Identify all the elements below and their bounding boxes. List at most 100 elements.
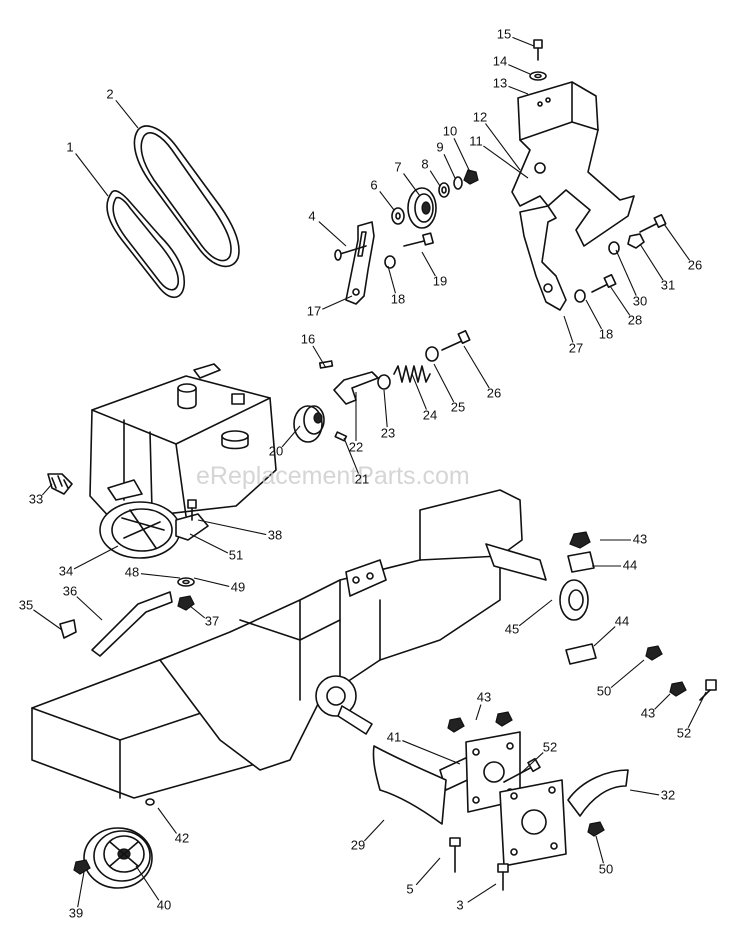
- callout-42: 42: [175, 830, 189, 845]
- bolt-4: [334, 245, 367, 261]
- key-21: [334, 431, 348, 442]
- leader-line-51: [189, 533, 229, 554]
- guard-bracket-13: [511, 81, 635, 247]
- pulley-40: [83, 827, 153, 889]
- leader-line-6: [379, 191, 395, 211]
- leader-line-44: [593, 626, 616, 647]
- callout-26: 26: [487, 385, 501, 400]
- washer-18a: [384, 255, 396, 269]
- leader-line-32: [629, 789, 660, 796]
- plate-44a: [567, 551, 595, 573]
- leader-line-30: [615, 249, 637, 296]
- leader-line-35: [33, 609, 63, 631]
- callout-3: 3: [456, 897, 463, 912]
- clip-35: [59, 619, 77, 639]
- leader-line-14: [508, 64, 531, 75]
- leader-line-16: [312, 345, 327, 369]
- callout-36: 36: [63, 583, 77, 598]
- nut-43c: [669, 681, 687, 697]
- callout-29: 29: [351, 837, 365, 852]
- bearing-45: [559, 579, 589, 621]
- callout-41: 41: [387, 729, 401, 744]
- leader-line-23: [383, 389, 388, 428]
- leader-line-4: [318, 221, 347, 247]
- leader-line-13: [508, 85, 529, 95]
- belt-1: [106, 190, 185, 299]
- leader-line-15: [512, 36, 535, 47]
- leader-line-5: [415, 857, 441, 886]
- callout-4: 4: [308, 208, 315, 223]
- bolt-52b: [503, 757, 541, 783]
- callout-34: 34: [59, 563, 73, 578]
- callout-10: 10: [443, 123, 457, 138]
- part-42: [145, 798, 155, 806]
- frame: [31, 489, 547, 799]
- leader-line-48: [140, 573, 181, 579]
- plate-44b: [565, 643, 597, 665]
- washer-14: [529, 71, 547, 81]
- lever-36: [91, 591, 173, 657]
- callout-25: 25: [451, 399, 465, 414]
- leader-line-34: [73, 545, 119, 570]
- callout-22: 22: [349, 439, 363, 454]
- callout-9: 9: [436, 139, 443, 154]
- arm-27: [519, 205, 567, 311]
- leader-line-20: [281, 425, 301, 448]
- callout-35: 35: [19, 597, 33, 612]
- tine-29: [372, 745, 447, 825]
- leader-line-50: [610, 659, 645, 689]
- callout-15: 15: [497, 26, 511, 41]
- callout-26: 26: [688, 257, 702, 272]
- callout-39: 39: [69, 905, 83, 920]
- callout-20: 20: [269, 443, 283, 458]
- leader-line-2: [115, 99, 139, 129]
- plate-flange: [499, 779, 567, 867]
- leader-line-28: [609, 285, 631, 316]
- leader-line-52: [519, 752, 544, 775]
- callout-11: 11: [469, 133, 483, 148]
- washer-18b: [574, 289, 586, 303]
- nut-43a: [569, 531, 591, 549]
- nut-50a: [645, 645, 663, 661]
- callout-1: 1: [66, 139, 73, 154]
- washer-25: [425, 346, 439, 362]
- callout-16: 16: [301, 331, 315, 346]
- callout-43: 43: [633, 531, 647, 546]
- leader-line-17: [322, 295, 353, 310]
- callout-6: 6: [370, 177, 377, 192]
- leader-line-39: [77, 871, 85, 908]
- nut-43b: [447, 711, 513, 733]
- washer-48: [177, 577, 195, 587]
- callout-28: 28: [628, 312, 642, 327]
- leader-line-27: [563, 315, 574, 343]
- leader-line-31: [639, 243, 664, 281]
- leader-line-19: [421, 251, 436, 277]
- callout-45: 45: [505, 621, 519, 636]
- callout-44: 44: [615, 613, 629, 628]
- callout-14: 14: [493, 53, 507, 68]
- callout-layer: 1514131211109876417191816262524232220212…: [19, 26, 707, 920]
- bolt-5: [449, 837, 461, 873]
- callout-12: 12: [473, 109, 487, 124]
- callout-19: 19: [433, 273, 447, 288]
- lever-22: [333, 371, 379, 405]
- callout-27: 27: [569, 340, 583, 355]
- callout-43: 43: [641, 705, 655, 720]
- leader-line-49: [193, 577, 230, 587]
- leader-line-43: [475, 704, 482, 721]
- callout-30: 30: [633, 293, 647, 308]
- leader-line-52: [687, 691, 707, 729]
- recoil-starter-34: [99, 479, 181, 559]
- callout-50: 50: [599, 861, 613, 876]
- leader-line-26: [663, 223, 691, 261]
- washer-8: [438, 182, 450, 198]
- bolt-3: [497, 863, 509, 891]
- callout-48: 48: [125, 564, 139, 579]
- bolt-15: [533, 39, 543, 61]
- callout-52: 52: [543, 739, 557, 754]
- callout-21: 21: [355, 471, 369, 486]
- callout-7: 7: [394, 159, 401, 174]
- callout-5: 5: [406, 881, 413, 896]
- watermark: eReplacementParts.com: [196, 462, 470, 490]
